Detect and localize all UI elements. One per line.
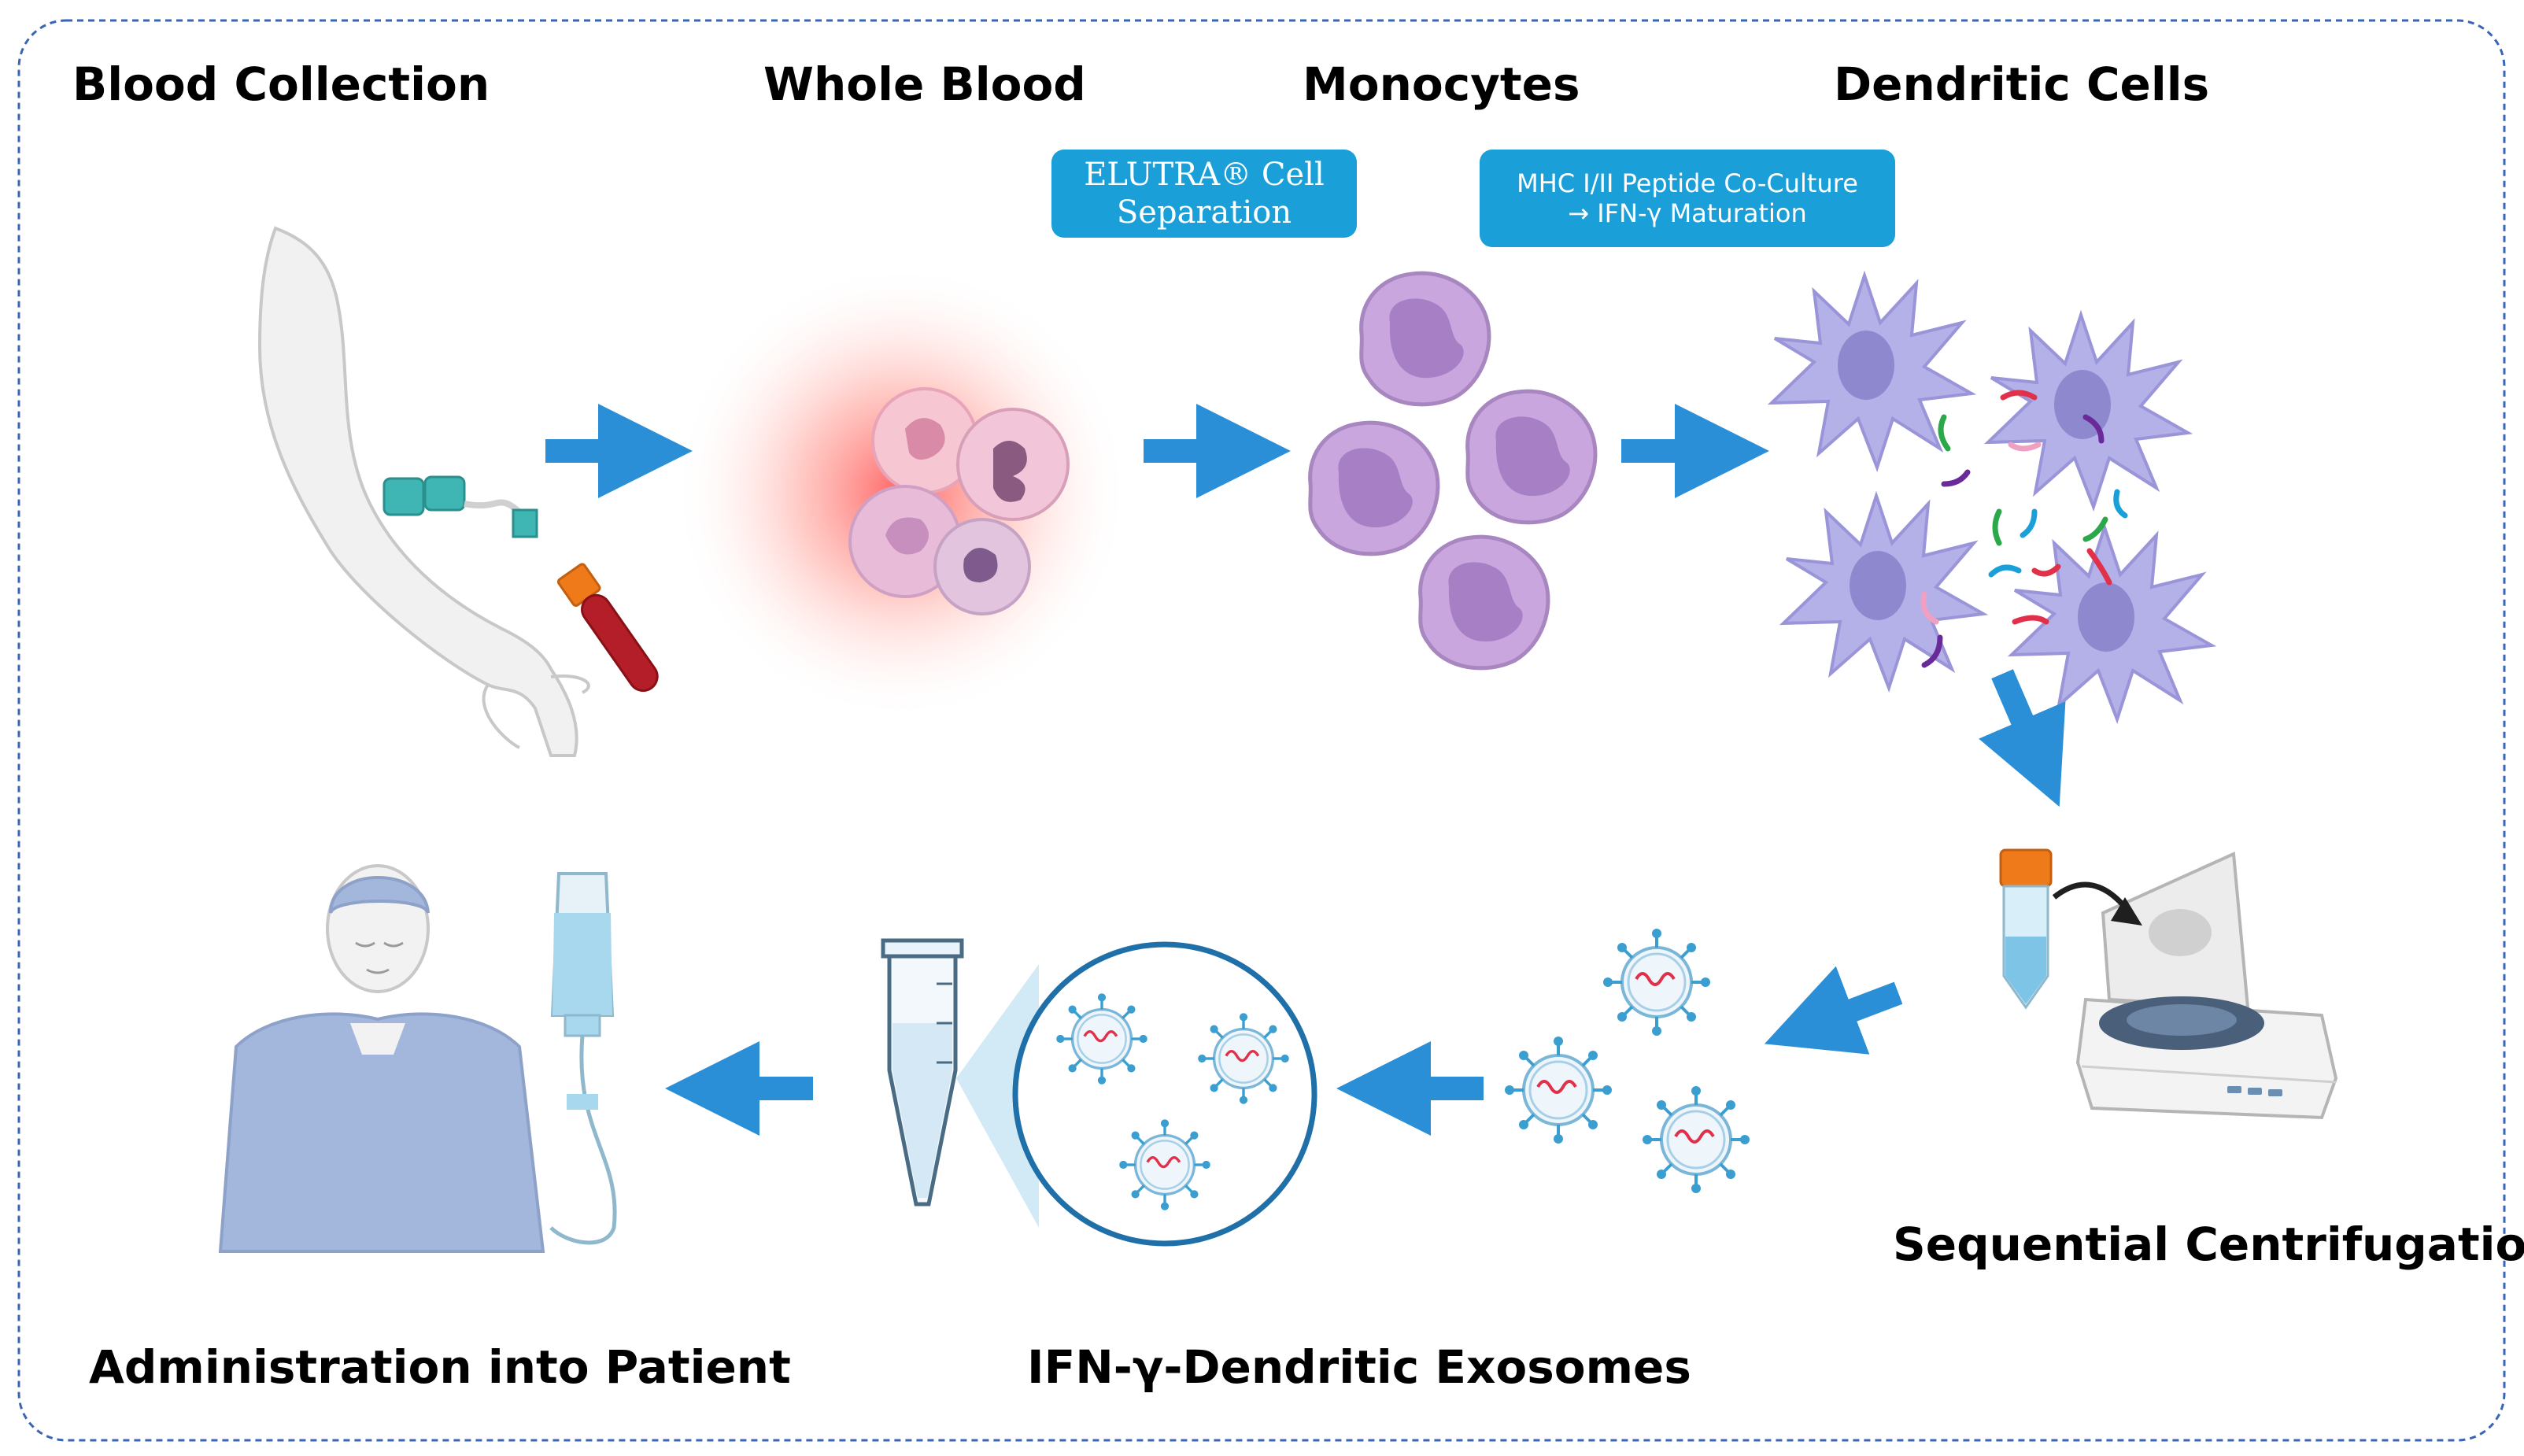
step-label-whole-blood: Whole Blood [763, 57, 1086, 111]
microtube-icon [881, 938, 1317, 1247]
centrifuge-icon [2052, 852, 2338, 1120]
exosome-icon [1503, 927, 1751, 1195]
blood-cells-icon [673, 264, 1129, 720]
arm-blood-draw-icon [257, 226, 659, 757]
elutra-line-1: ELUTRA® Cell [1084, 157, 1325, 193]
arrow-icon [545, 404, 2066, 1136]
elutra-line-2: Separation [1116, 194, 1292, 231]
monocytes-icon [1310, 273, 1595, 668]
diagram-border [17, 19, 2506, 1442]
patient-icon [218, 864, 545, 1253]
step-label-blood-collection: Blood Collection [72, 57, 490, 111]
iv-bag-icon [549, 872, 617, 1245]
mhc-coculture-callout: MHC I/II Peptide Co-Culture → IFN-γ Matu… [1480, 150, 1895, 247]
mhc-line-2: → IFN-γ Maturation [1568, 198, 1807, 228]
elutra-separation-callout: ELUTRA® Cell Separation [1051, 150, 1357, 238]
step-label-exosomes: IFN-γ-Dendritic Exosomes [1027, 1340, 1691, 1394]
dendritic-cells-icon [1770, 274, 2213, 721]
falcon-tube-icon [1999, 848, 2053, 1010]
step-label-sequential-centrifugation: Sequential Centrifugation [1893, 1218, 2524, 1271]
mhc-line-1: MHC I/II Peptide Co-Culture [1517, 168, 1858, 198]
step-label-monocytes: Monocytes [1303, 57, 1580, 111]
step-label-administration: Administration into Patient [89, 1340, 791, 1394]
step-label-dendritic-cells: Dendritic Cells [1834, 57, 2210, 111]
